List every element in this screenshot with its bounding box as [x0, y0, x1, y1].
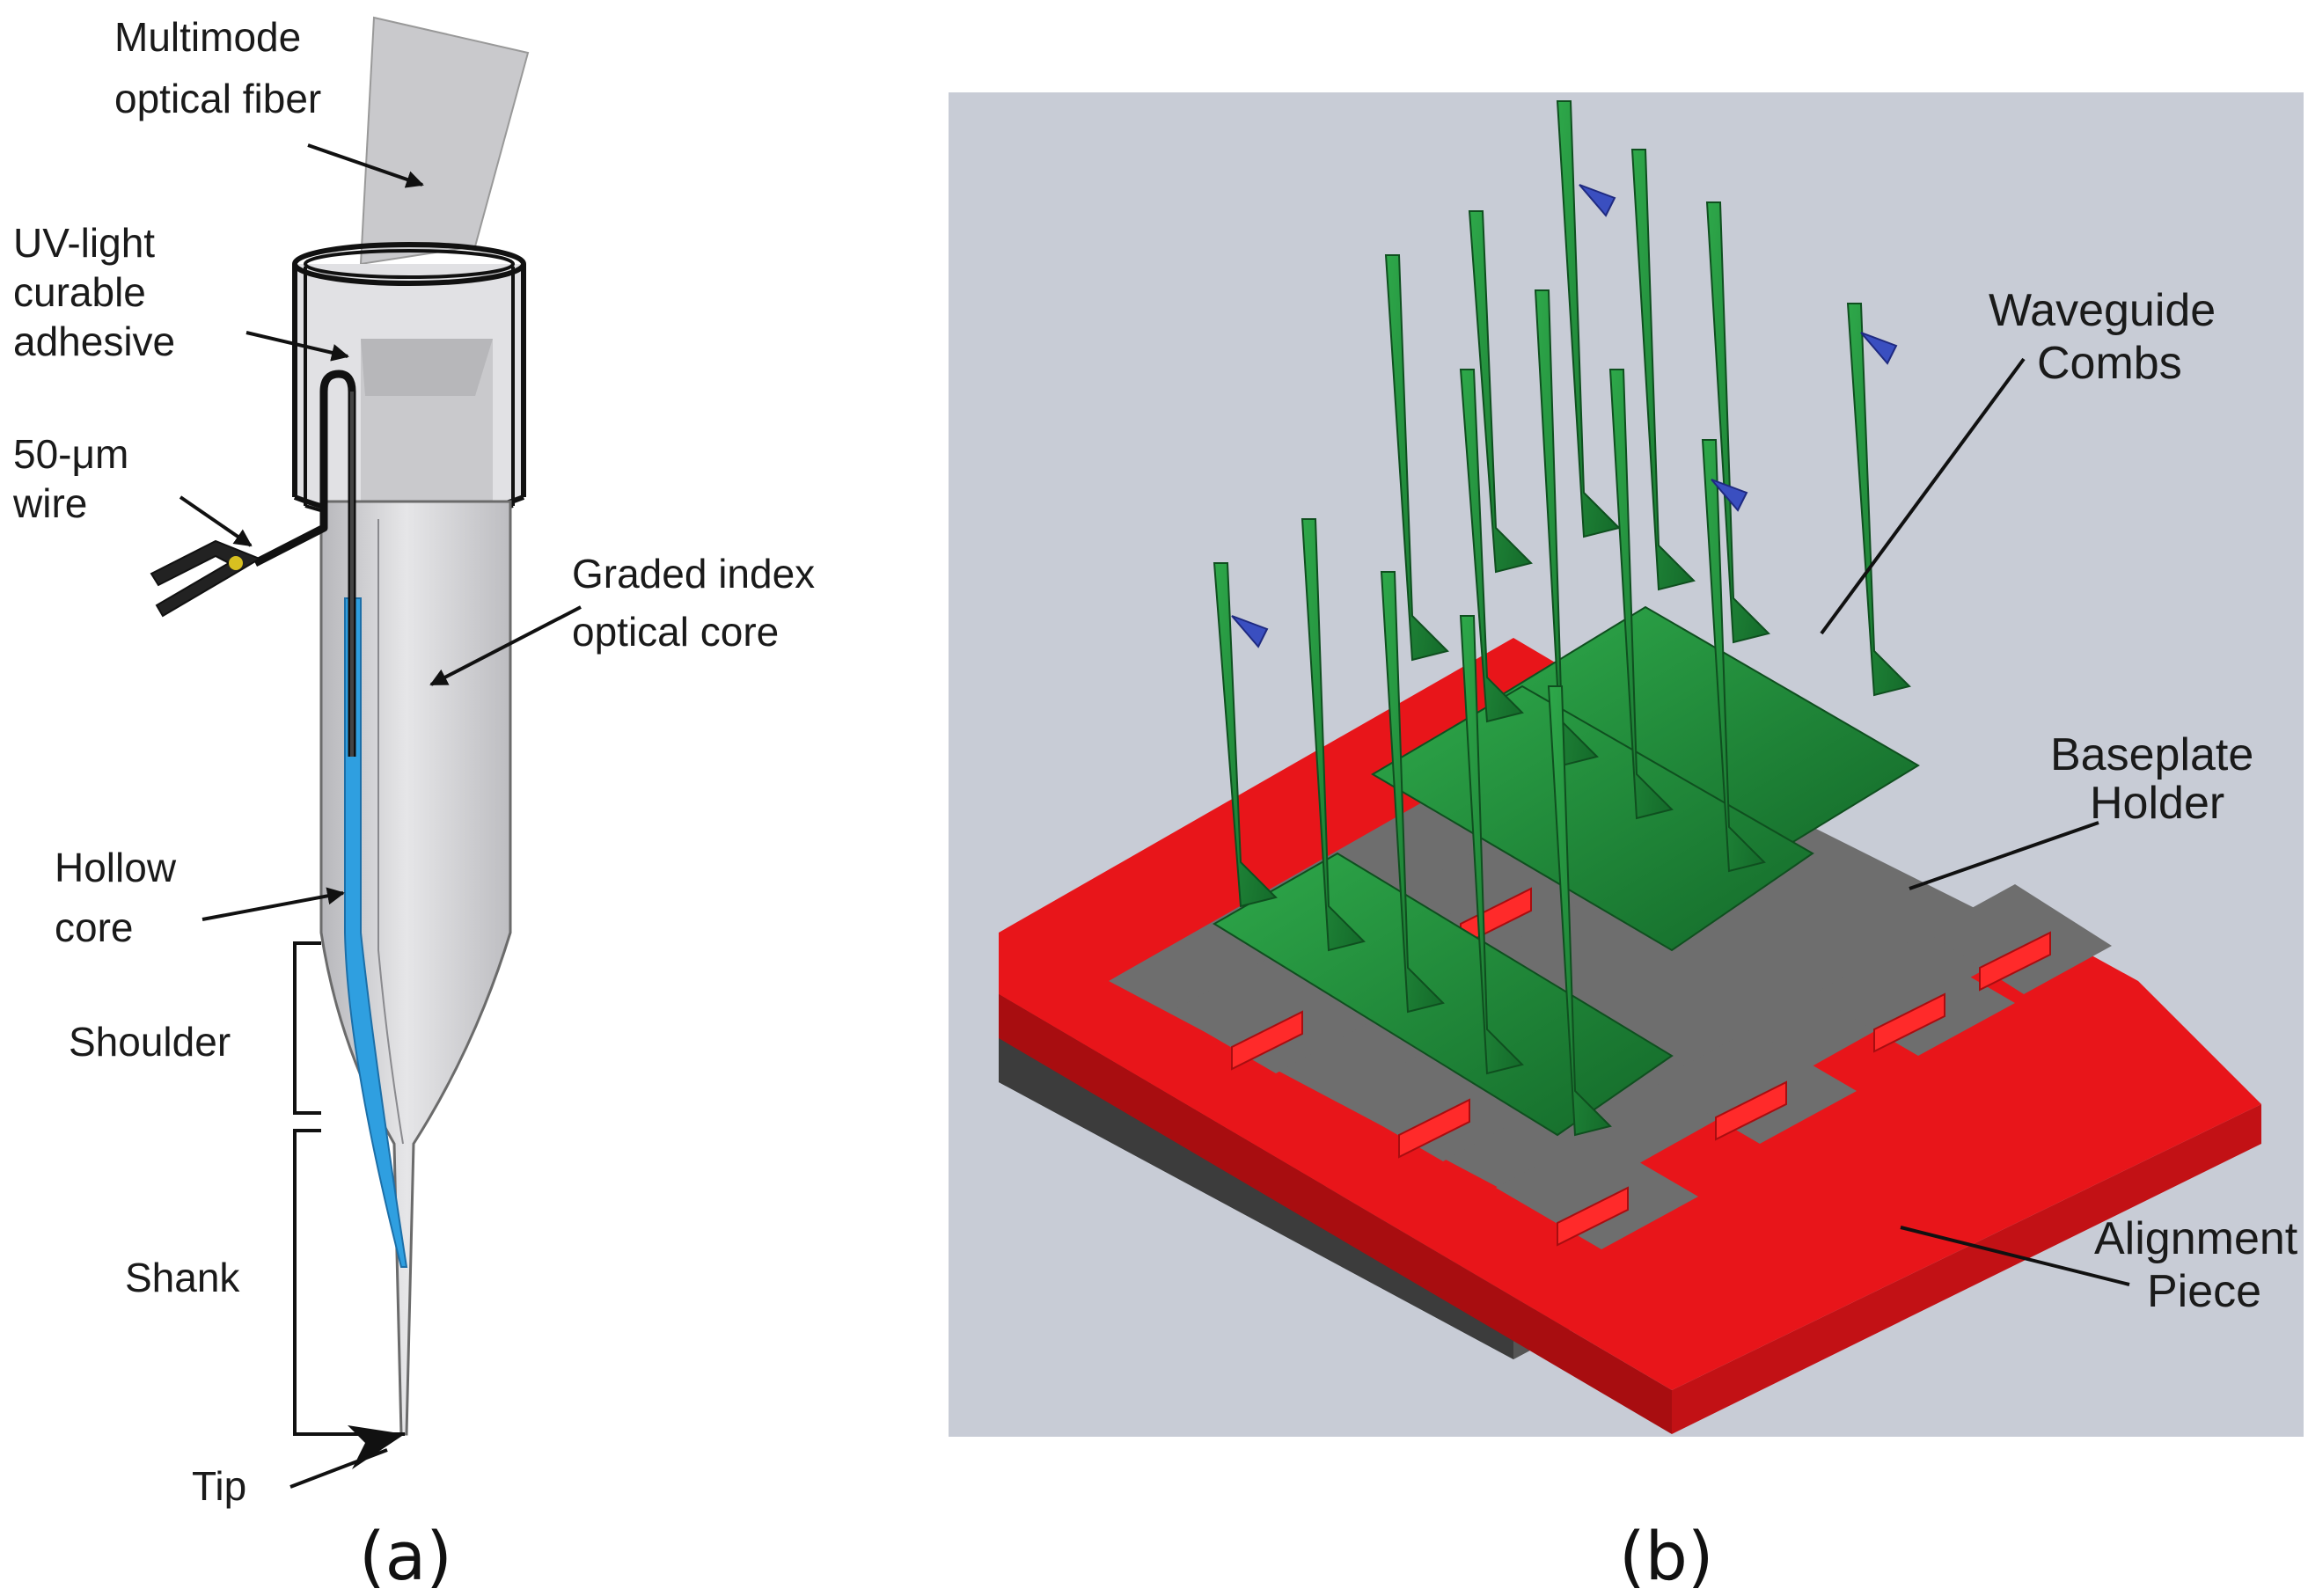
combs-label-1: Waveguide: [1989, 285, 2216, 336]
adhesive-label-2: curable: [13, 269, 146, 315]
shoulder-label: Shoulder: [69, 1019, 231, 1065]
optrode-body: [319, 500, 512, 1436]
multimode-fiber: [359, 16, 530, 266]
hollow-core: [344, 597, 408, 1268]
alignment-piece: [999, 638, 2261, 1390]
fiber-label-1: Multimode: [114, 14, 301, 60]
panel-b-3d-assembly: Waveguide Combs Baseplate Holder Alignme…: [949, 92, 2304, 1595]
holder-label-1: Baseplate: [2050, 729, 2253, 780]
wire-label-2: wire: [12, 480, 87, 526]
alignment-slots: [1170, 752, 2112, 1249]
panel-a-caption: (a): [359, 1517, 452, 1595]
wire-clip: [150, 539, 262, 618]
hollow-label-1: Hollow: [55, 845, 177, 890]
core-label-2: optical core: [572, 609, 779, 655]
shank-bracket: [293, 1129, 405, 1436]
holder-label-2: Holder: [2090, 778, 2224, 829]
adhesive-label-1: UV-light: [13, 220, 155, 266]
wire-label-1: 50-μm: [13, 431, 128, 477]
panel-b-caption: (b): [1619, 1517, 1714, 1595]
alignment-label-2: Piece: [2147, 1266, 2261, 1317]
wire: [253, 370, 356, 757]
waveguide-combs: [1213, 100, 1920, 1137]
waveguide-tips: [1231, 184, 1898, 648]
panel-a-optrode-schematic: Multimode optical fiber UV-light curable…: [12, 14, 815, 1595]
hollow-label-2: core: [55, 904, 133, 950]
combs-label-2: Combs: [2037, 338, 2182, 389]
fiber-label-2: optical fiber: [114, 76, 321, 121]
alignment-label-1: Alignment: [2094, 1213, 2298, 1264]
shank-label: Shank: [125, 1255, 240, 1300]
adhesive-label-3: adhesive: [13, 318, 175, 364]
core-label-1: Graded index: [572, 551, 815, 597]
tip-label: Tip: [192, 1463, 246, 1509]
shoulder-bracket: [293, 941, 321, 1115]
